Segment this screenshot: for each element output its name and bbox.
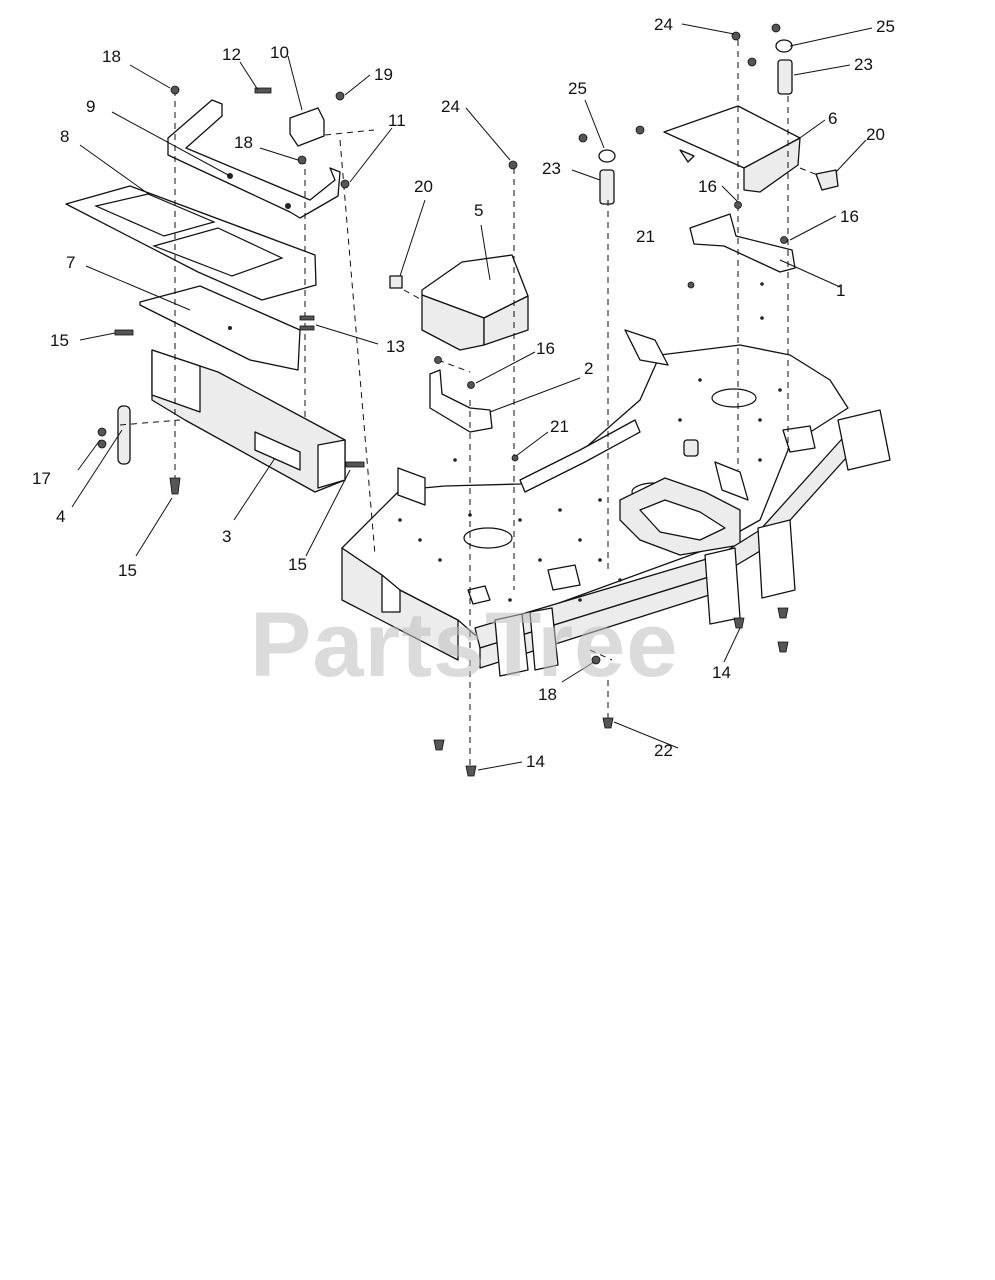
callout-5: 5 xyxy=(474,201,483,220)
callout-14: 14 xyxy=(526,752,545,771)
callout-8: 8 xyxy=(60,127,69,146)
callout-23: 23 xyxy=(854,55,873,74)
callout-15: 15 xyxy=(50,331,69,350)
callout-24: 24 xyxy=(654,15,673,34)
callout-18: 18 xyxy=(538,685,557,704)
callout-6: 6 xyxy=(828,109,837,128)
callout-24: 24 xyxy=(441,97,460,116)
callout-16: 16 xyxy=(536,339,555,358)
callout-7: 7 xyxy=(66,253,75,272)
callout-19: 19 xyxy=(374,65,393,84)
right-assembly xyxy=(663,39,839,273)
callout-25: 25 xyxy=(876,17,895,36)
callout-17: 17 xyxy=(32,469,51,488)
callout-22: 22 xyxy=(654,741,673,760)
callout-21: 21 xyxy=(636,227,655,246)
mower-deck xyxy=(341,282,891,677)
callout-3: 3 xyxy=(222,527,231,546)
callout-23: 23 xyxy=(542,159,561,178)
middle-assembly xyxy=(389,149,616,433)
callout-21: 21 xyxy=(550,417,569,436)
callout-9: 9 xyxy=(86,97,95,116)
callout-20: 20 xyxy=(414,177,433,196)
callout-labels: 24 25 23 6 20 16 16 21 1 18 12 10 19 9 1… xyxy=(32,15,895,771)
callout-10: 10 xyxy=(270,43,289,62)
callout-14: 14 xyxy=(712,663,731,682)
leader-lines xyxy=(71,23,873,771)
callout-13: 13 xyxy=(386,337,405,356)
callout-4: 4 xyxy=(56,507,65,526)
callout-25: 25 xyxy=(568,79,587,98)
callout-1: 1 xyxy=(836,281,845,300)
left-assembly xyxy=(65,99,346,493)
watermark: PartsTree xyxy=(250,594,678,696)
callout-20: 20 xyxy=(866,125,885,144)
hardware xyxy=(97,23,789,777)
callout-15: 15 xyxy=(288,555,307,574)
callout-16: 16 xyxy=(840,207,859,226)
callout-16: 16 xyxy=(698,177,717,196)
callout-11: 11 xyxy=(388,111,406,130)
callout-12: 12 xyxy=(222,45,241,64)
assembly-lines xyxy=(119,40,821,770)
callout-18: 18 xyxy=(102,47,121,66)
callout-15: 15 xyxy=(118,561,137,580)
callout-2: 2 xyxy=(584,359,593,378)
callout-18: 18 xyxy=(234,133,253,152)
